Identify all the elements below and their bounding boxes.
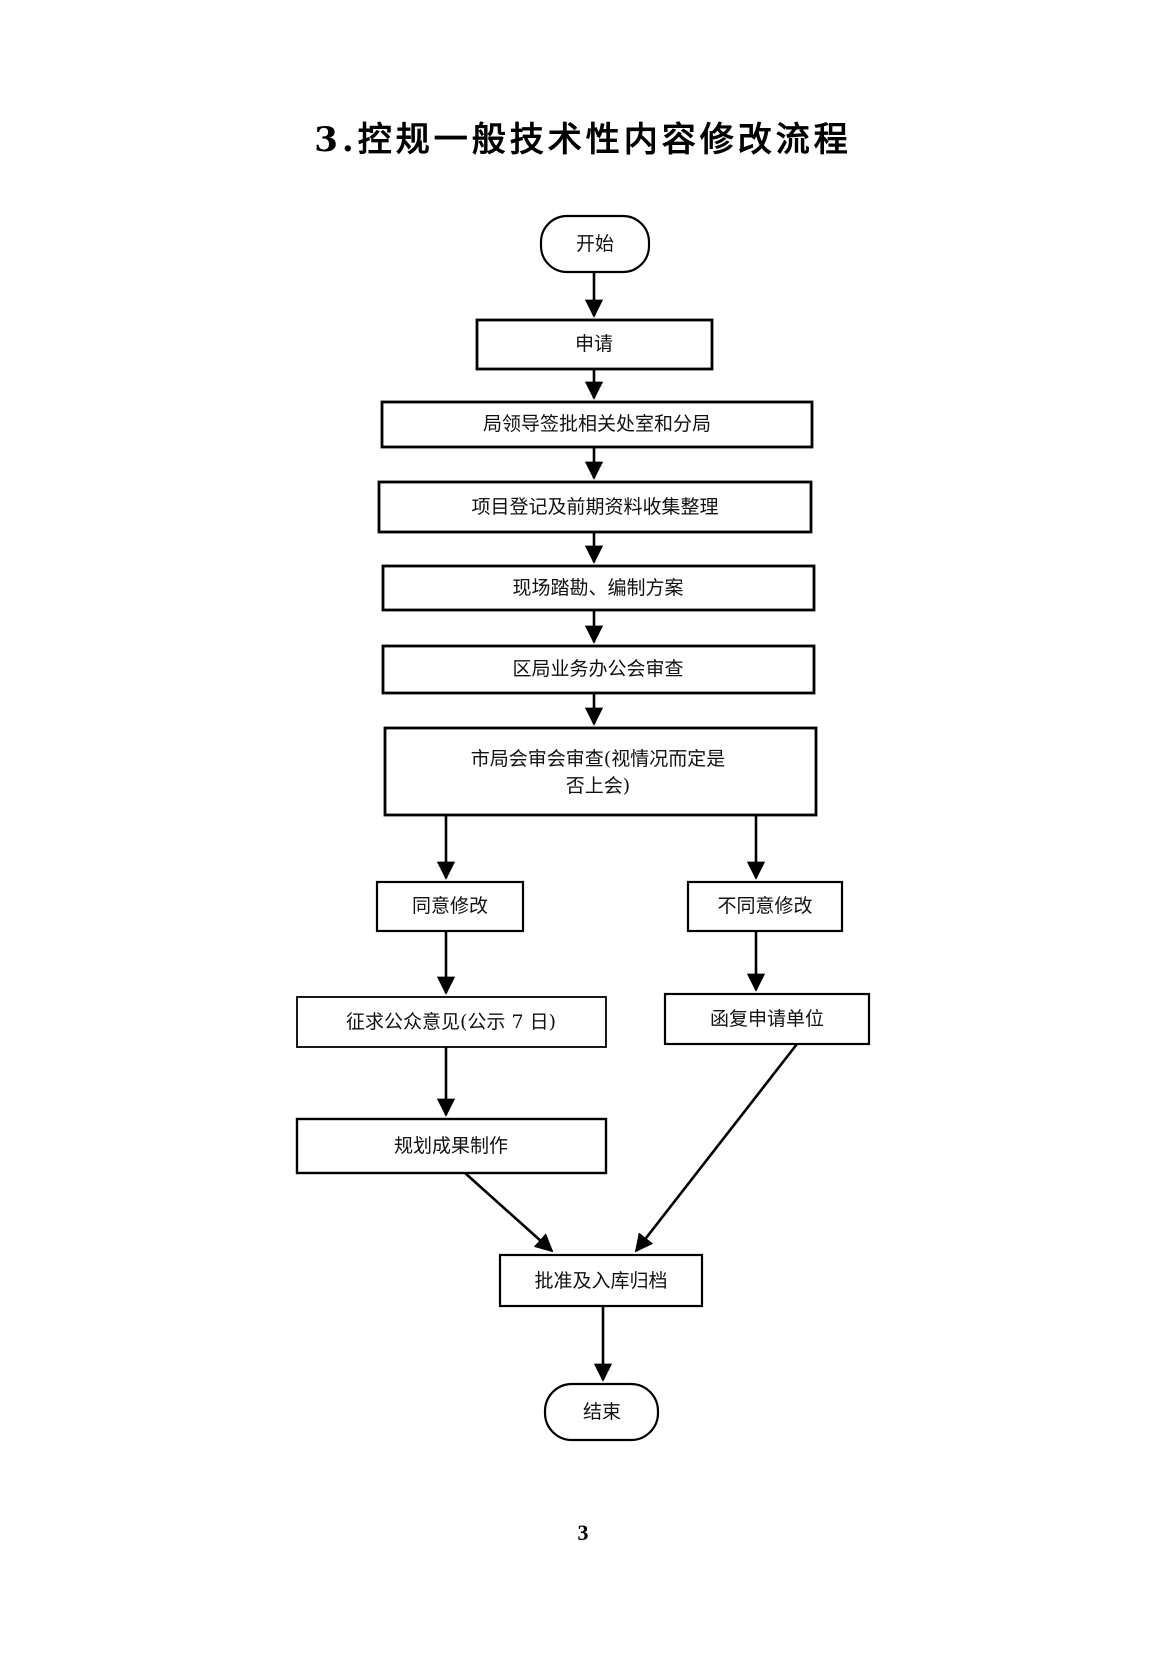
node-public-opinion-label: 征求公众意见(公示 7 日) [346, 1011, 556, 1033]
node-leader-approval: 局领导签批相关处室和分局 [380, 400, 814, 449]
node-city-review-label-line1: 市局会审会审查(视情况而定是 [471, 748, 725, 770]
node-district-review-label: 区局业务办公会审查 [512, 658, 683, 680]
node-disagree-label: 不同意修改 [717, 895, 812, 917]
node-start: 开始 [539, 214, 651, 274]
node-public-opinion: 征求公众意见(公示 7 日) [296, 996, 607, 1048]
node-agree-label: 同意修改 [412, 895, 488, 917]
node-disagree: 不同意修改 [686, 880, 844, 933]
node-survey: 现场踏勘、编制方案 [381, 564, 816, 612]
node-plan-output-label: 规划成果制作 [394, 1135, 508, 1157]
node-apply: 申请 [475, 318, 714, 371]
node-reply-label: 函复申请单位 [710, 1008, 824, 1030]
node-registration: 项目登记及前期资料收集整理 [377, 480, 813, 534]
node-apply-label: 申请 [575, 333, 613, 355]
edge-plan-archive [464, 1172, 554, 1253]
flow-edges [436, 272, 799, 1382]
page-title: 3.控规一般技术性内容修改流程 [314, 120, 852, 160]
node-registration-label: 项目登记及前期资料收集整理 [471, 496, 718, 518]
node-end-label: 结束 [583, 1401, 621, 1423]
node-city-review: 市局会审会审查(视情况而定是 否上会) [383, 726, 818, 817]
node-archive: 批准及入库归档 [498, 1253, 704, 1308]
node-end: 结束 [543, 1382, 660, 1442]
edge-reply-archive [634, 1043, 799, 1253]
node-start-label: 开始 [576, 233, 614, 255]
node-district-review: 区局业务办公会审查 [381, 644, 816, 695]
node-reply: 函复申请单位 [663, 992, 871, 1046]
node-archive-label: 批准及入库归档 [534, 1270, 667, 1292]
node-city-review-label-line2: 否上会) [566, 775, 630, 797]
node-survey-label: 现场踏勘、编制方案 [512, 577, 683, 599]
node-plan-output: 规划成果制作 [295, 1117, 608, 1175]
node-leader-approval-label: 局领导签批相关处室和分局 [483, 413, 711, 435]
node-agree: 同意修改 [375, 880, 525, 933]
page-number: 3 [577, 1520, 589, 1545]
